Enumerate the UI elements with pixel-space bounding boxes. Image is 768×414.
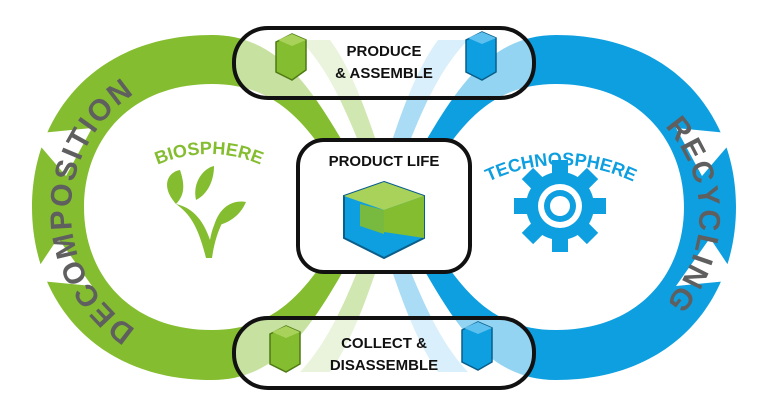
product-life-label: PRODUCT LIFE: [329, 153, 440, 170]
gear-icon: [514, 160, 606, 252]
blue-block-icon: [461, 321, 493, 371]
sprout-icon: [167, 166, 246, 258]
collect-label: COLLECT &: [341, 335, 427, 352]
green-block-icon: [275, 33, 307, 81]
biosphere-loop: [30, 35, 382, 380]
green-crossing-band: [300, 40, 398, 372]
disassemble-label: DISASSEMBLE: [330, 357, 438, 374]
product-cube-icon: [343, 180, 425, 260]
collect-disassemble-box: COLLECT & DISASSEMBLE: [232, 316, 536, 390]
blue-crossing-band: [370, 40, 468, 372]
produce-assemble-box: PRODUCE & ASSEMBLE: [232, 26, 536, 100]
green-block-icon: [269, 325, 301, 373]
produce-label: PRODUCE: [346, 43, 421, 60]
product-life-box: PRODUCT LIFE: [296, 138, 472, 274]
assemble-label: & ASSEMBLE: [335, 65, 433, 82]
blue-block-icon: [465, 31, 497, 81]
